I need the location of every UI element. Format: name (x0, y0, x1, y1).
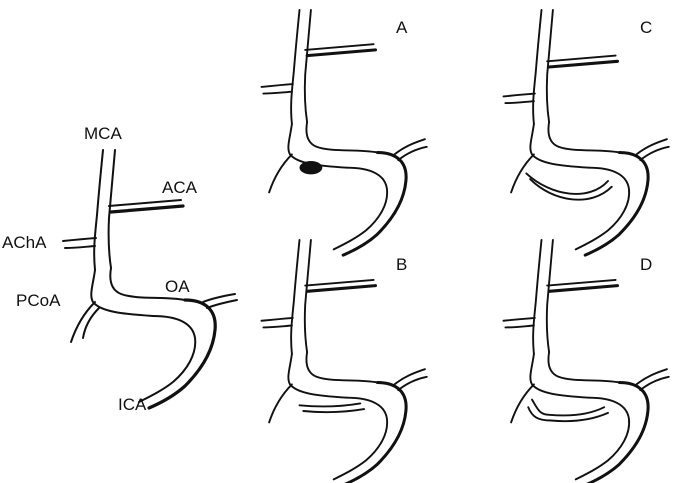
panel-b-vessel (260, 239, 428, 483)
panel-label-a: A (396, 18, 408, 37)
label-pcoa: PCoA (16, 291, 61, 310)
panel-label-c: C (640, 18, 652, 37)
label-aca: ACA (162, 178, 198, 197)
label-ica: ICA (118, 395, 147, 414)
panel-label-d: D (640, 255, 652, 274)
main-vessel (62, 149, 238, 410)
label-oa: OA (165, 277, 190, 296)
label-mca: MCA (84, 124, 122, 143)
panel-label-b: B (396, 255, 407, 274)
label-acha: AChA (2, 233, 47, 252)
panel-d-vessel (502, 239, 670, 483)
panel-c-vessel (502, 9, 670, 257)
panel-a-vessel (260, 9, 428, 257)
occlusion-mark (299, 161, 323, 175)
